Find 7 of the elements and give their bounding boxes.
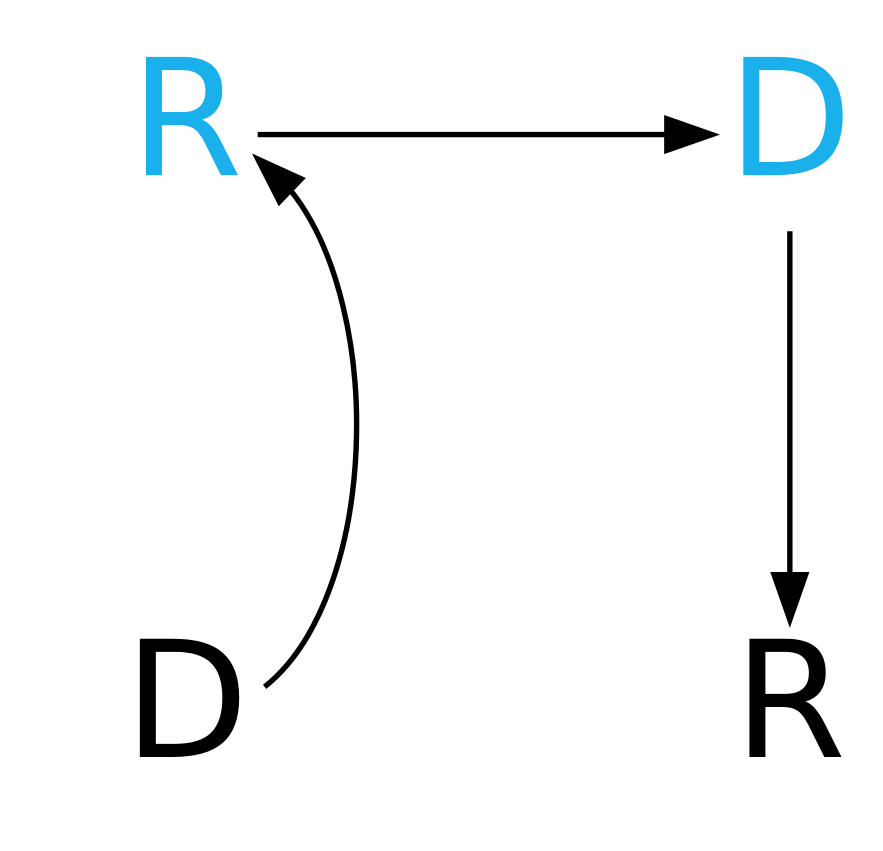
node-text: R — [734, 608, 846, 796]
node-text: D — [727, 26, 852, 214]
arrow — [252, 153, 359, 689]
node-text: D — [124, 608, 249, 796]
arrow — [770, 231, 810, 628]
arrow — [258, 115, 720, 154]
node-text: R — [130, 26, 243, 214]
